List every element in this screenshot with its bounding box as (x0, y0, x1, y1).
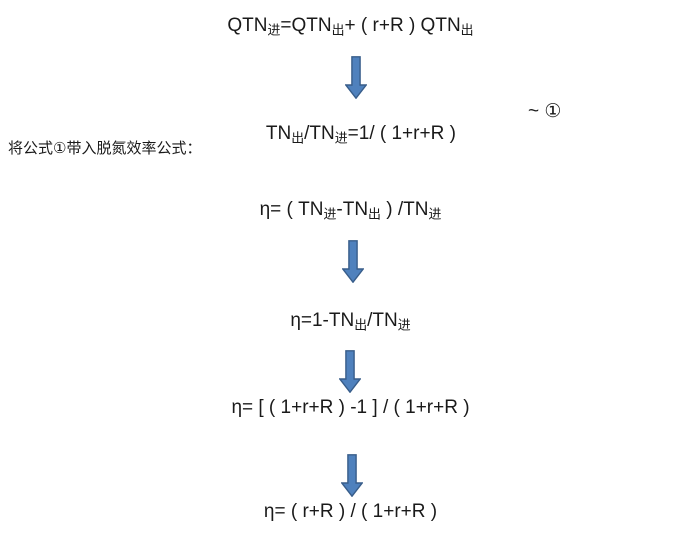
formula-efficiency-definition: η= ( TN进-TN出 ) /TN进 (259, 199, 442, 222)
down-block-arrow-shape (339, 350, 361, 393)
formula-efficiency-substituted: η= [ ( 1+r+R ) -1 ] / ( 1+r+R ) (231, 397, 470, 418)
down-block-arrow-shape (345, 56, 367, 99)
formula-efficiency-final: η= ( r+R ) / ( 1+r+R ) (263, 501, 438, 522)
formula-mass-balance: QTN进=QTN出+ ( r+R ) QTN出 (227, 15, 474, 38)
formula-ratio: TN出/TN进=1/ ( 1+r+R ) ~ ① (28, 101, 673, 188)
formula-efficiency-simplified: η=1-TN出/TN进 (290, 310, 411, 333)
down-block-arrow-icon (341, 454, 363, 497)
down-block-arrow-icon (342, 240, 364, 283)
down-block-arrow-icon (345, 56, 367, 99)
down-block-arrow-icon (339, 350, 361, 393)
down-block-arrow-shape (341, 454, 363, 497)
intro-text: 将公式①带入脱氮效率公式： (8, 140, 202, 157)
equation-number-label: ~ ① (528, 101, 562, 122)
down-block-arrow-shape (342, 240, 364, 283)
formula-ratio-text: TN出/TN进=1/ ( 1+r+R ) (265, 122, 456, 146)
